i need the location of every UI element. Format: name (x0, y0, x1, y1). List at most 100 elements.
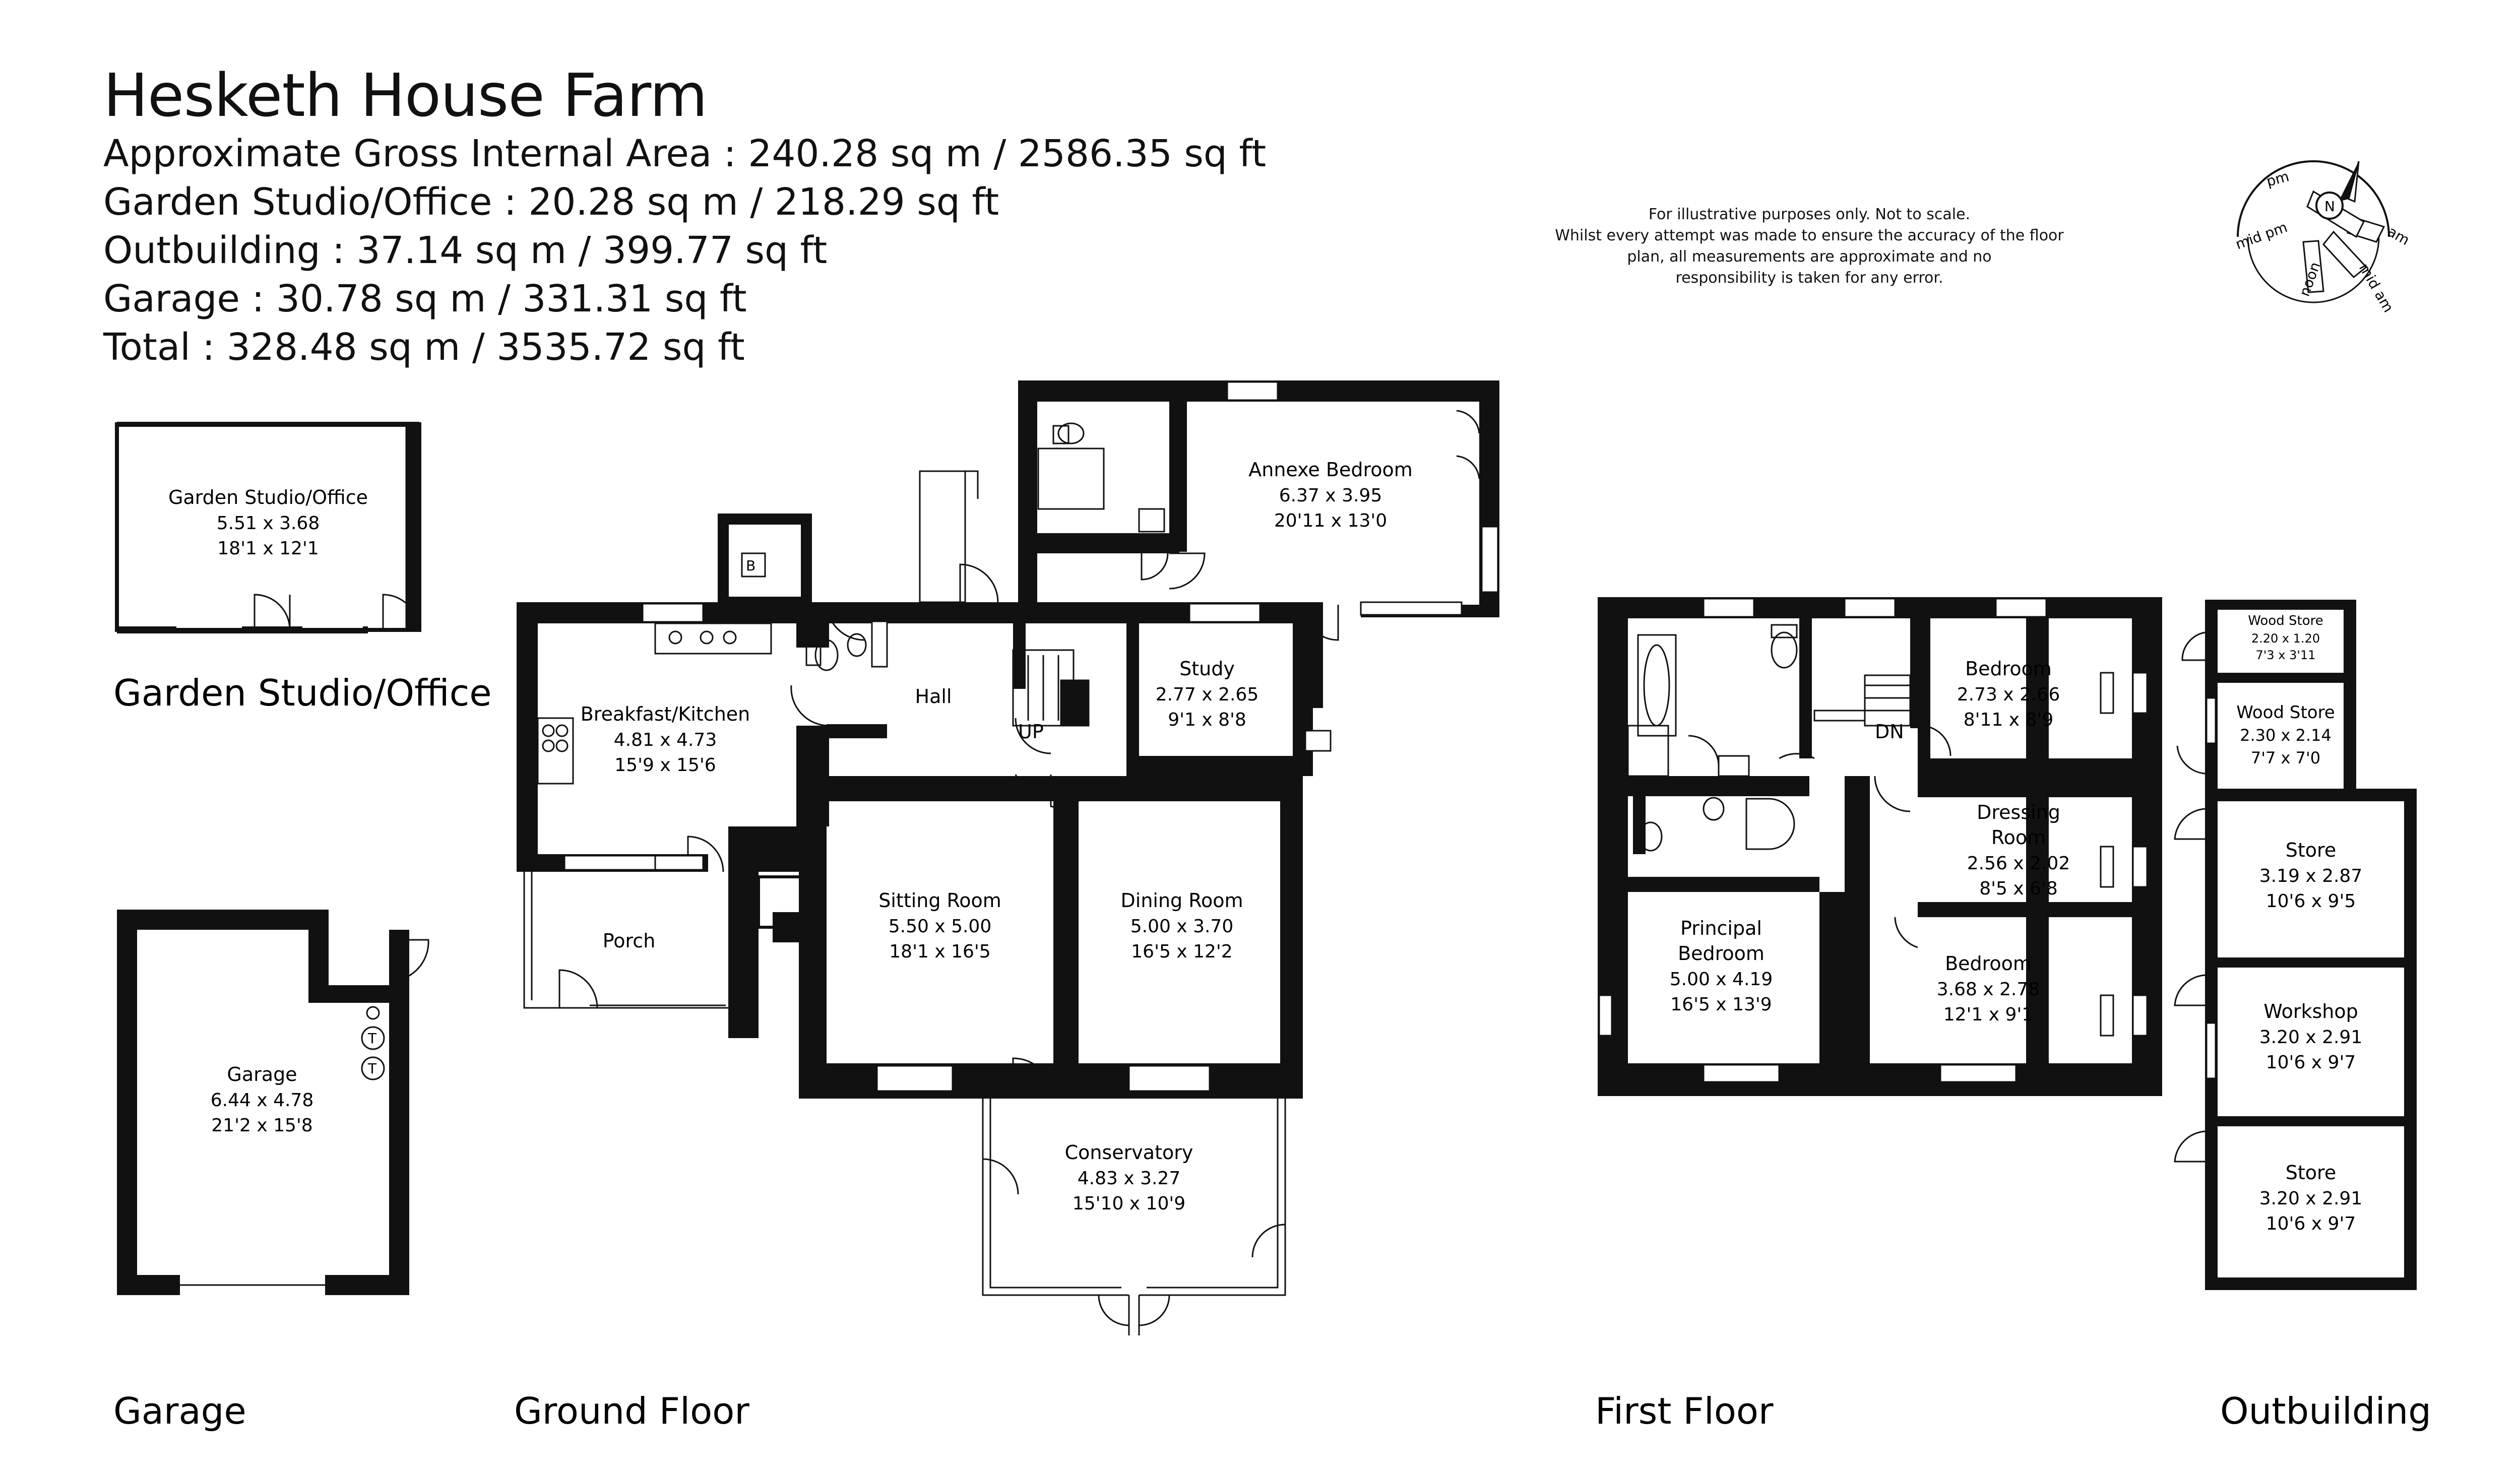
room-name: Bedroom (1965, 658, 2052, 680)
room-name-line1: Principal (1680, 917, 1762, 939)
area-garage: Garage : 30.78 sq m / 331.31 sq ft (103, 277, 747, 321)
outbuilding-windows (2206, 610, 2342, 1079)
disclaimer-line: plan, all measurements are approximate a… (1627, 248, 1992, 266)
room-wood-store-1: Wood Store 2.20 x 1.20 7'3 x 3'11 (2248, 613, 2323, 662)
area-garden-studio: Garden Studio/Office : 20.28 sq m / 218.… (103, 180, 999, 224)
area-total: Total : 328.48 sq m / 3535.72 sq ft (103, 326, 745, 369)
room-imperial: 7'7 x 7'0 (2251, 748, 2320, 767)
room-name-line2: Room (1991, 826, 2046, 849)
tank-marker: T (367, 1060, 377, 1077)
garage-plan (117, 910, 429, 1295)
area-gross-internal: Approximate Gross Internal Area : 240.28… (103, 132, 1267, 175)
room-hall: Hall (915, 685, 952, 708)
room-imperial: 18'1 x 12'1 (217, 538, 319, 559)
room-name: Conservatory (1065, 1141, 1193, 1164)
room-name: Bedroom (1945, 952, 2032, 975)
room-metric: 4.81 x 4.73 (614, 730, 717, 750)
room-sitting: Sitting Room 5.50 x 5.00 18'1 x 16'5 (878, 889, 1001, 962)
room-name: Wood Store (2236, 702, 2335, 723)
disclaimer-line: responsibility is taken for any error. (1675, 269, 1943, 287)
room-bedroom-1: Bedroom 2.73 x 2.66 8'11 x 8'9 (1957, 658, 2060, 730)
room-metric: 6.37 x 3.95 (1279, 485, 1382, 506)
room-metric: 5.50 x 5.00 (889, 916, 992, 937)
room-name: Store (2286, 1162, 2336, 1184)
room-name-line2: Bedroom (1678, 942, 1765, 965)
room-porch: Porch (603, 930, 656, 952)
ground-floor-fixtures (523, 410, 1480, 1335)
room-imperial: 8'5 x 6'8 (1979, 878, 2058, 899)
section-label-first-floor: First Floor (1595, 1390, 1774, 1432)
section-label-garden-studio: Garden Studio/Office (113, 672, 492, 714)
room-metric: 2.77 x 2.65 (1156, 684, 1259, 705)
compass-north: N (2324, 198, 2335, 215)
room-metric: 6.44 x 4.78 (211, 1090, 314, 1111)
room-name: Porch (603, 930, 656, 952)
section-label-garage: Garage (113, 1390, 246, 1432)
room-annexe-bedroom: Annexe Bedroom 6.37 x 3.95 20'11 x 13'0 (1248, 459, 1413, 531)
room-imperial: 21'2 x 15'8 (211, 1115, 312, 1136)
room-metric: 5.51 x 3.68 (217, 513, 320, 534)
room-name: Study (1179, 658, 1235, 680)
room-workshop: Workshop 3.20 x 2.91 10'6 x 9'7 (2259, 1000, 2363, 1073)
first-floor-outer-walls (1598, 597, 2162, 1096)
stairs-down-marker: DN (1875, 721, 1904, 743)
room-imperial: 10'6 x 9'5 (2266, 891, 2356, 912)
room-imperial: 8'11 x 8'9 (1964, 710, 2054, 730)
room-imperial: 16'5 x 12'2 (1131, 941, 1232, 962)
room-name: Wood Store (2248, 613, 2323, 628)
room-wood-store-2: Wood Store 2.30 x 2.14 7'7 x 7'0 (2236, 702, 2335, 767)
room-imperial: 10'6 x 9'7 (2266, 1052, 2356, 1073)
room-name: Garage (227, 1063, 297, 1085)
tank-marker: T (367, 1030, 377, 1047)
first-floor-inner-walls (1918, 597, 2132, 917)
section-label-outbuilding: Outbuilding (2220, 1390, 2431, 1432)
compass-label-mid-pm: mid pm (2233, 219, 2290, 253)
first-floor-windows-2 (1703, 598, 2148, 1083)
garden-studio-plan (115, 422, 421, 633)
room-garden-studio: Garden Studio/Office 5.51 x 3.68 18'1 x … (168, 486, 368, 559)
room-name-line1: Dressing (1977, 801, 2060, 823)
room-dressing: Dressing Room 2.56 x 2.02 8'5 x 6'8 (1967, 801, 2070, 899)
room-name: Dining Room (1121, 889, 1243, 912)
room-metric: 2.56 x 2.02 (1967, 853, 2070, 874)
room-imperial: 18'1 x 16'5 (889, 941, 990, 962)
room-imperial: 20'11 x 13'0 (1274, 510, 1387, 531)
room-metric: 2.20 x 1.20 (2251, 631, 2320, 646)
compass-icon: N pm am mid pm noon mid am (2233, 160, 2412, 315)
room-bedroom-2: Bedroom 3.68 x 2.78 12'1 x 9'1 (1937, 952, 2040, 1025)
room-metric: 2.30 x 2.14 (2240, 726, 2332, 745)
room-metric: 3.20 x 2.91 (2259, 1188, 2363, 1209)
disclaimer-line: For illustrative purposes only. Not to s… (1648, 206, 1971, 223)
compass-label-mid-am: mid am (2356, 261, 2397, 315)
room-imperial: 16'5 x 13'9 (1670, 994, 1772, 1015)
room-garage: Garage 6.44 x 4.78 21'2 x 15'8 (211, 1063, 314, 1136)
room-imperial: 7'3 x 3'11 (2255, 648, 2315, 662)
area-outbuilding: Outbuilding : 37.14 sq m / 399.77 sq ft (103, 229, 828, 272)
room-principal-bedroom: Principal Bedroom 5.00 x 4.19 16'5 x 13'… (1670, 917, 1773, 1015)
room-name: Workshop (2263, 1000, 2358, 1022)
room-imperial: 9'1 x 8'8 (1168, 710, 1246, 730)
room-name: Breakfast/Kitchen (581, 703, 750, 725)
room-imperial: 15'10 x 10'9 (1073, 1193, 1185, 1214)
room-metric: 5.00 x 3.70 (1130, 916, 1234, 937)
boiler-marker: B (746, 557, 755, 574)
room-imperial: 10'6 x 9'7 (2266, 1213, 2356, 1234)
section-label-ground-floor: Ground Floor (514, 1390, 749, 1432)
first-floor-fixtures (1627, 624, 1951, 998)
room-name: Sitting Room (878, 889, 1001, 912)
room-metric: 5.00 x 4.19 (1670, 969, 1773, 990)
room-conservatory: Conservatory 4.83 x 3.27 15'10 x 10'9 (1065, 1141, 1193, 1214)
ground-floor-windows (563, 381, 1499, 1092)
compass-label-pm: pm (2264, 168, 2291, 190)
room-metric: 4.83 x 3.27 (1078, 1168, 1181, 1189)
room-metric: 3.20 x 2.91 (2259, 1027, 2363, 1048)
room-name: Annexe Bedroom (1248, 459, 1413, 481)
room-name: Store (2286, 839, 2336, 861)
room-store-2: Store 3.20 x 2.91 10'6 x 9'7 (2259, 1162, 2363, 1234)
room-name: Hall (915, 685, 952, 708)
outbuilding-doors (2174, 631, 2206, 1163)
room-metric: 3.19 x 2.87 (2259, 866, 2363, 886)
room-imperial: 15'9 x 15'6 (614, 755, 716, 776)
room-dining: Dining Room 5.00 x 3.70 16'5 x 12'2 (1121, 889, 1243, 962)
room-metric: 3.68 x 2.78 (1937, 979, 2040, 1000)
